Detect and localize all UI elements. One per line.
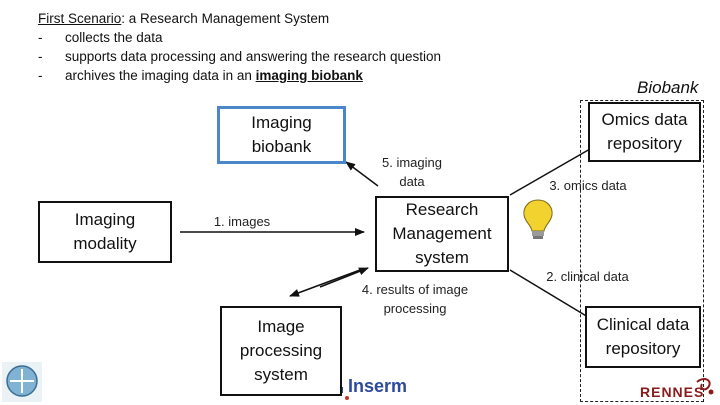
node-label: Imaging modality [73,210,137,253]
node-label: Imaging biobank [251,113,312,156]
node-imaging-biobank: Imaging biobank [217,106,346,164]
bullet-text-emphasis: imaging biobank [255,68,363,83]
arrow-to-image-processing [289,269,361,297]
bullet-text: supports data processing and answering t… [65,49,441,64]
left-logo-icon [2,362,42,402]
arrow-omics-data [509,148,591,196]
node-clinical-repository: Clinical data repository [585,306,701,368]
edge-label-imaging-data: 5. imaging data [382,155,442,189]
node-label: Research Management system [392,200,492,267]
node-research-management-system: Research Management system [375,196,509,272]
lightbulb-icon [523,199,553,239]
bullet-dash: - [38,30,43,45]
scenario-title: First Scenario: a Research Management Sy… [38,9,441,28]
bullet-text: archives the imaging data in an imaging … [65,66,363,85]
bullet-text: collects the data [65,30,163,45]
node-image-processing-system: Image processing system [220,306,342,396]
inserm-logo-text: Inserm [348,376,408,396]
biobank-boundary [580,100,704,402]
bullet-item: - supports data processing and answering… [38,47,441,66]
node-label: Omics data repository [601,110,688,153]
bullet-dash: - [38,49,43,64]
node-imaging-modality: Imaging modality [38,201,172,263]
arrow-imaging-data [345,161,379,187]
edge-label-clinical-data: 2. clinical data [546,269,629,284]
bullet-text-before: archives the imaging data in an [65,68,256,83]
edge-label-results: 4. results of image processing [361,282,469,316]
node-label: Image processing system [239,317,323,384]
scenario-title-prefix: First Scenario [38,11,122,26]
scenario-title-suffix: : a Research Management System [121,11,330,26]
arrow-results [319,267,369,288]
rennes-logo-text: RENNES [640,384,705,400]
rennes-logo-icon [696,378,714,395]
edge-label-images: 1. images [213,214,271,229]
node-label: Clinical data repository [596,315,690,358]
bullet-item: - collects the data [38,28,441,47]
biobank-label: Biobank [637,78,699,97]
bullet-dash: - [38,68,43,83]
intro-text: First Scenario: a Research Management Sy… [38,9,441,85]
node-omics-repository: Omics data repository [588,102,701,162]
bullet-item: - archives the imaging data in an imagin… [38,66,441,85]
arrow-clinical-data [509,269,589,318]
edge-label-omics-data: 3. omics data [549,178,627,193]
